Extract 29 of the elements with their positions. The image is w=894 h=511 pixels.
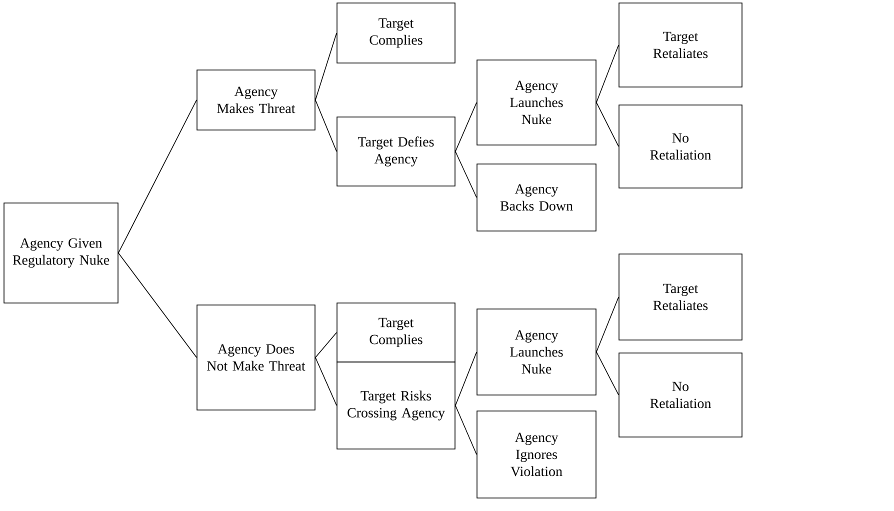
outcome-box: Agency Launches Nuke <box>476 308 596 396</box>
branch-line <box>118 100 198 254</box>
outcome-box: No Retaliation <box>618 104 742 188</box>
branch-line <box>596 296 619 352</box>
outcome-box: Target Retaliates <box>618 254 742 340</box>
branch-line <box>315 32 337 100</box>
outcome-box: Agency Ignores Violation <box>476 410 596 498</box>
outcome-box: Agency Does Not Make Threat <box>196 304 316 410</box>
outcome-box: Target Complies <box>336 302 456 362</box>
branch-line <box>596 352 619 396</box>
branch-line <box>455 352 477 406</box>
outcome-box: Target Retaliates <box>618 2 742 88</box>
branch-line <box>596 44 619 103</box>
branch-line <box>455 102 477 152</box>
outcome-box: Agency Backs Down <box>476 164 596 232</box>
outcome-box: Target Defies Agency <box>336 116 456 186</box>
outcome-box: Target Risks Crossing Agency <box>336 362 456 450</box>
outcome-box: Agency Given Regulatory Nuke <box>4 202 118 304</box>
branch-line <box>596 102 619 147</box>
branch-line <box>118 252 198 358</box>
outcome-box: Target Complies <box>336 2 456 64</box>
branch-line <box>455 405 477 455</box>
branch-line <box>315 357 337 406</box>
outcome-box: No Retaliation <box>618 352 742 438</box>
outcome-box: Agency Launches Nuke <box>476 60 596 146</box>
branch-line <box>315 100 337 152</box>
branch-line <box>455 151 477 198</box>
outcome-box: Agency Makes Threat <box>196 70 316 130</box>
branch-line <box>315 332 337 358</box>
